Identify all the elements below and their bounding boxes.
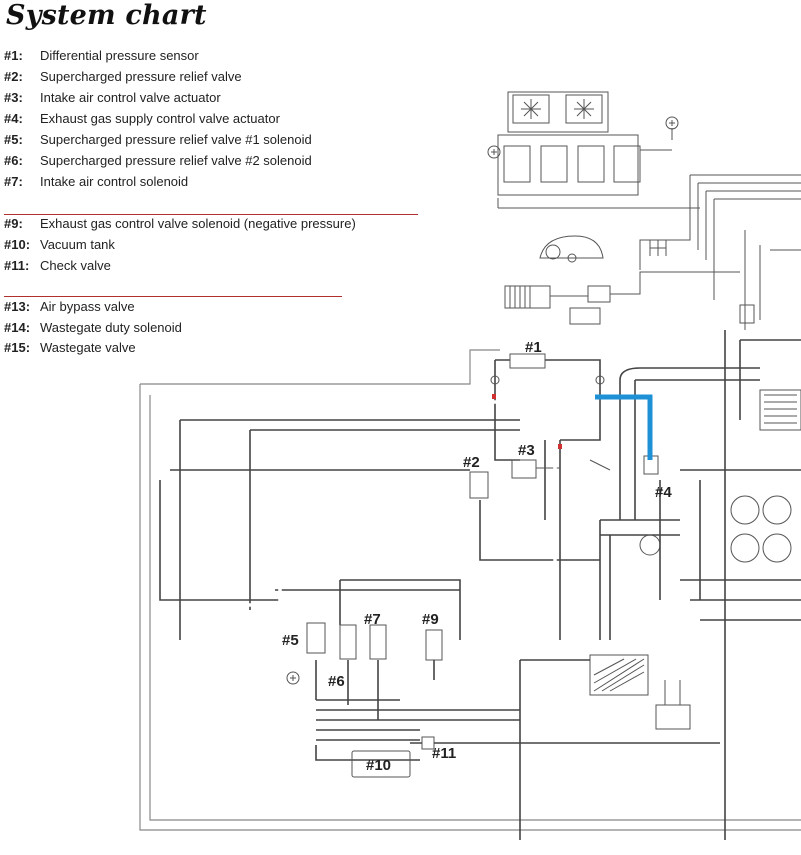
- legend-item: #11:Check valve: [4, 258, 111, 273]
- cooling-fan-module: [487, 91, 700, 209]
- connector-box: [739, 304, 755, 324]
- vacuum-tank: [351, 750, 411, 778]
- marker: [558, 444, 562, 449]
- outer-frame: [139, 384, 801, 831]
- highlighted-hose: [178, 400, 557, 812]
- exhaust-actuator: [599, 367, 760, 640]
- legend-item: #13:Air bypass valve: [4, 299, 135, 314]
- vacuum-line: [544, 440, 561, 640]
- gauge-cluster: [504, 235, 740, 325]
- intake-actuator: [511, 459, 537, 479]
- legend-item: #7:Intake air control solenoid: [4, 174, 189, 189]
- highlighted-pressure-line: [595, 394, 653, 460]
- inner-frame: [149, 395, 801, 821]
- label-c11: #11: [432, 745, 456, 762]
- edit-strike-line: [4, 296, 342, 297]
- label-c7: #7: [364, 611, 381, 628]
- page-title: System chart: [6, 0, 207, 31]
- outer-frame-top: [140, 349, 500, 385]
- wire-harness: [690, 174, 801, 200]
- legend-item: #1:Differential pressure sensor: [4, 48, 199, 63]
- marker: [492, 394, 496, 399]
- label-c2: #2: [463, 454, 480, 471]
- actuator-linkage: [536, 459, 611, 471]
- edit-strike-line: [4, 214, 418, 215]
- legend-item: #10:Vacuum tank: [4, 237, 115, 252]
- vacuum-line: [479, 500, 600, 561]
- wire-harness-drops: [744, 230, 801, 330]
- legend-item: #6:Supercharged pressure relief valve #2…: [4, 153, 312, 168]
- engine-block: [659, 330, 801, 840]
- legend-item: #2:Supercharged pressure relief valve: [4, 69, 242, 84]
- legend-item: #15:Wastegate valve: [4, 340, 136, 355]
- label-c4: #4: [655, 484, 672, 501]
- wire-harness-drops: [639, 175, 715, 300]
- label-c10: #10: [366, 757, 391, 774]
- label-c5: #5: [282, 632, 299, 649]
- label-c3: #3: [518, 442, 535, 459]
- legend-item: #9:Exhaust gas control valve solenoid (n…: [4, 216, 356, 231]
- vacuum-line: [179, 419, 520, 640]
- legend-item: #5:Supercharged pressure relief valve #1…: [4, 132, 312, 147]
- solenoid-bank: [275, 579, 520, 761]
- differential-pressure-sensor: [490, 353, 605, 461]
- legend-item: #4:Exhaust gas supply control valve actu…: [4, 111, 280, 126]
- intercooler: [519, 654, 691, 840]
- relief-valve: [469, 471, 489, 499]
- legend-item: #14:Wastegate duty solenoid: [4, 320, 182, 335]
- label-c1: #1: [525, 339, 542, 356]
- vacuum-line: [159, 480, 280, 601]
- label-c6: #6: [328, 673, 345, 690]
- label-c9: #9: [422, 611, 439, 628]
- legend-item: #3:Intake air control valve actuator: [4, 90, 221, 105]
